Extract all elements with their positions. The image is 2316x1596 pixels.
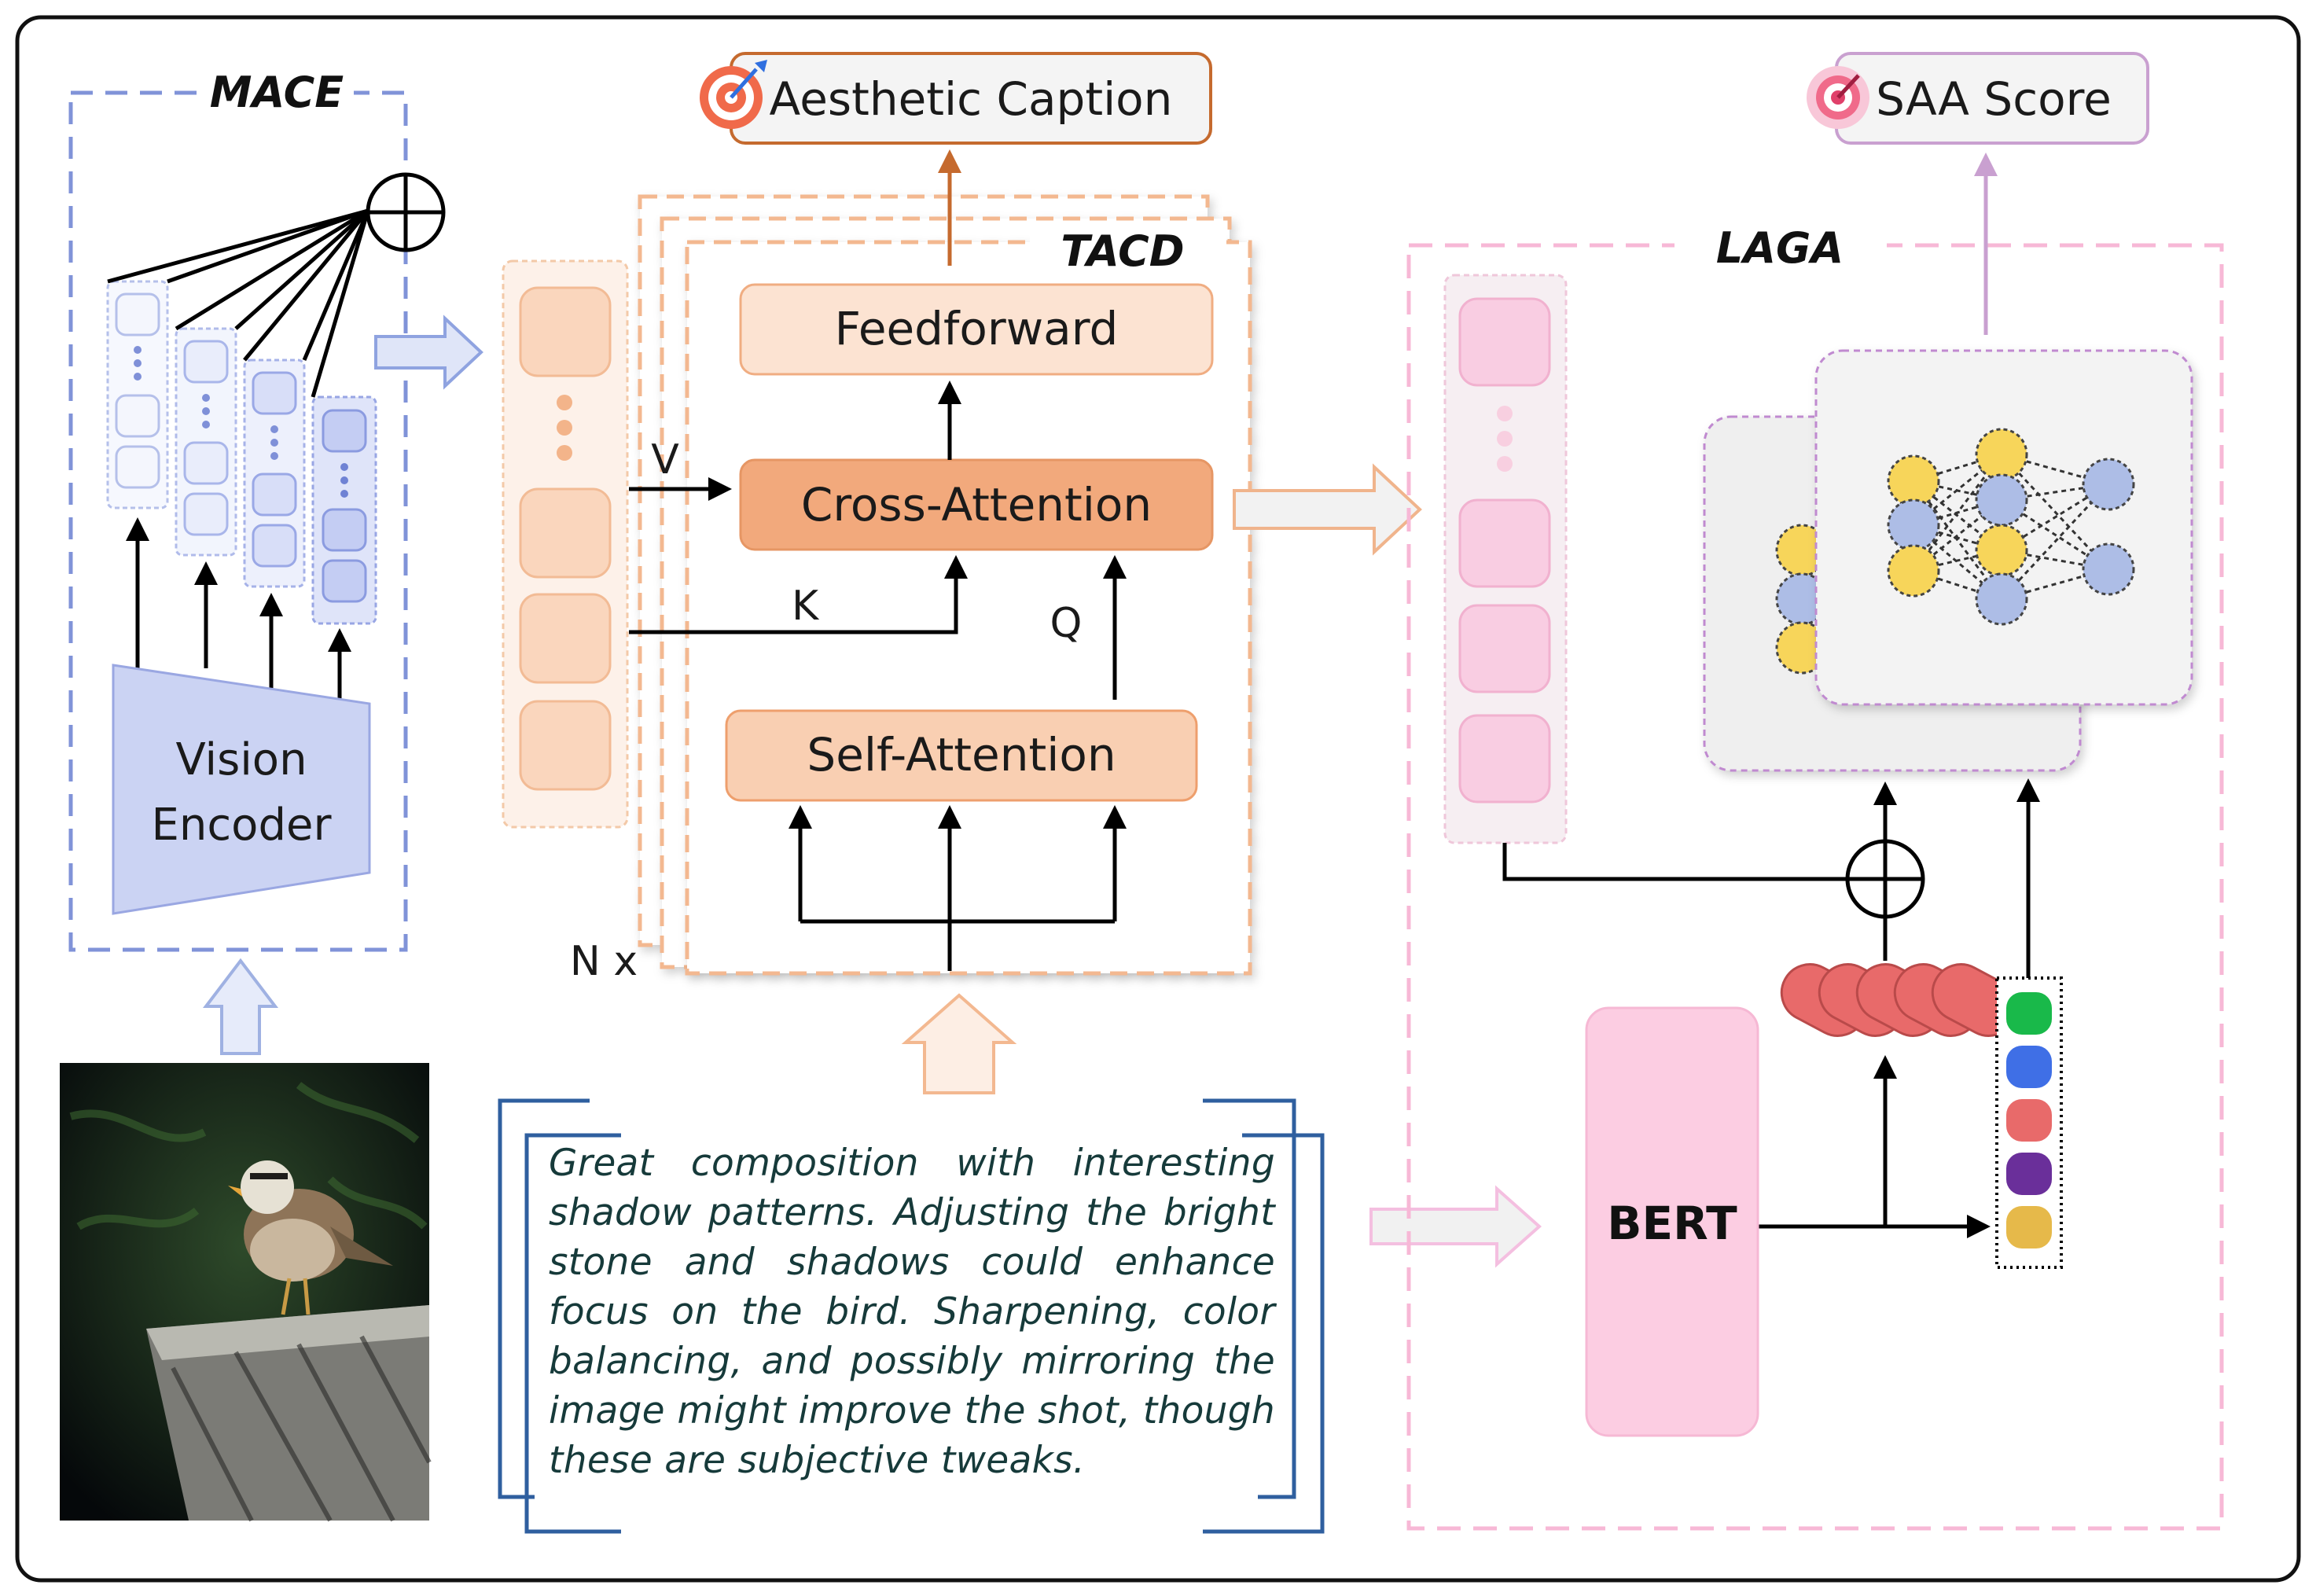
feedforward-label: Feedforward [835,302,1119,355]
caption-brackets [498,1098,1325,1534]
key-label: K [792,583,820,630]
caption-to-tacd-arrow [901,993,1017,1094]
attribute-tokens [1995,976,2063,1269]
bert-block [1585,1006,1759,1437]
laga-title: LAGA [1716,223,1844,273]
tacd-module: TACD Feedforward Cross-Attention Self-At… [502,149,1252,985]
laga-module: LAGA [1406,153,2224,1531]
caption-to-bert-arrow [1369,1185,1542,1268]
mace-title: MACE [210,68,344,117]
cross-attention-block [739,458,1214,551]
target-icon [700,60,767,129]
aesthetic-caption-text: Great composition with interesting shado… [549,1142,1275,1482]
saa-score-label: SAA Score [1876,72,2112,126]
vision-encoder [112,664,371,915]
bert-label: BERT [1607,1197,1737,1250]
aesthetic-caption-label: Aesthetic Caption [770,72,1173,126]
value-label: V [651,436,679,484]
mlp-network-icon [1887,428,2135,626]
text-embedding-tokens [1780,963,2019,1037]
mace-to-tacd-arrow [374,314,483,390]
query-label: Q [1050,600,1083,647]
fusion-plus-icon-laga [1845,839,1925,919]
repeat-label: N x [570,938,638,985]
vision-encoder-label-line2: Encoder [152,800,333,851]
aesthetic-caption-output: Aesthetic Caption [700,52,1212,145]
self-attention-block [725,709,1198,802]
back-network-nodes [1775,524,1829,675]
tacd-title: TACD [1061,226,1184,276]
vision-encoder-label-line1: Vision [175,734,307,785]
input-bird-photo [60,1063,432,1522]
fusion-plus-icon [366,172,446,252]
cross-attention-label: Cross-Attention [801,478,1152,531]
tacd-to-laga-arrow [1233,463,1422,556]
feedforward-block [739,283,1214,376]
image-to-encoder-arrow [202,958,279,1055]
saa-score-output: SAA Score [1807,52,2149,145]
mace-module: MACE [68,68,446,952]
self-attention-label: Self-Attention [807,728,1116,781]
score-target-icon [1807,66,1869,129]
multi-level-features [106,280,377,625]
